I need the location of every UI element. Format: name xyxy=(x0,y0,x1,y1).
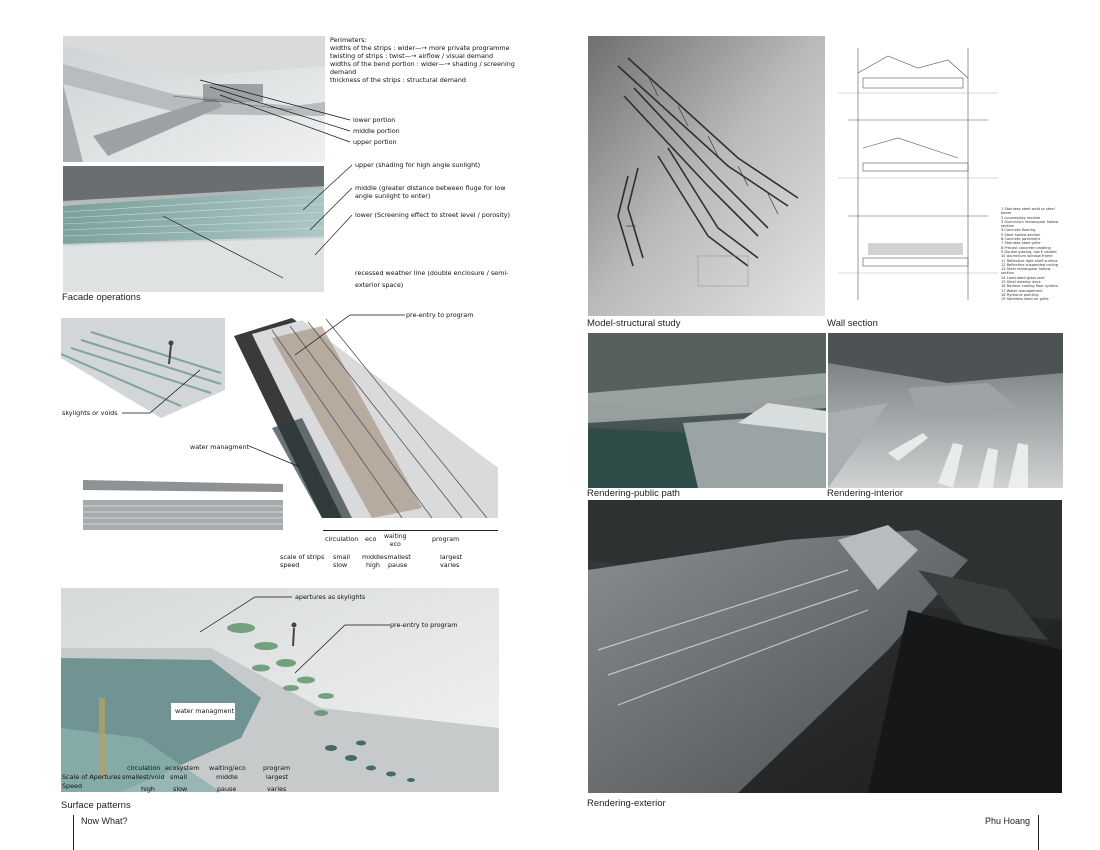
interior-render xyxy=(828,333,1063,488)
strip-fold-photo xyxy=(63,36,325,162)
surface-speed-pause: pause xyxy=(217,785,237,793)
zone-waiting-eco: waiting eco xyxy=(384,533,407,548)
facade-caption: Facade operations xyxy=(62,292,141,303)
model-photo xyxy=(588,36,825,316)
left-footer-rule xyxy=(73,815,74,850)
surface-scale-largest: largest xyxy=(266,773,289,781)
zone-circulation: circulation xyxy=(325,535,359,543)
surface-caption: Surface patterns xyxy=(61,800,131,811)
water-leader xyxy=(248,445,301,468)
strips-speed-varies: varies xyxy=(440,561,460,569)
public-path-render xyxy=(588,333,826,488)
surface-pattern-render xyxy=(61,588,499,792)
middle-portion-label: middle portion xyxy=(353,127,400,135)
surface-pre-entry-label: pre-entry to program xyxy=(390,621,458,629)
facade-recessed-note-2: exterior space) xyxy=(355,281,404,289)
wall-legend-item: 5 Steel hollow section xyxy=(1001,232,1041,237)
facade-middle-note-2: angle sunlight to enter) xyxy=(355,192,431,200)
surface-col-waiting: waiting/eco xyxy=(209,764,246,772)
surface-apertures-label: apertures as skylights xyxy=(295,593,366,601)
skylight-strip-photo xyxy=(61,318,225,418)
strips-speed-head: speed xyxy=(280,561,300,569)
left-footer: Now What? xyxy=(81,816,128,826)
perimeters-line-1: widths of the strips : wider—→ more priv… xyxy=(330,44,510,52)
perimeters-line-4: demand xyxy=(330,68,357,76)
strips-water-label: water managment xyxy=(190,443,250,451)
portion-leader-lines xyxy=(199,79,351,143)
model-caption: Model-structural study xyxy=(587,318,681,329)
wall-legend-item: 10 Aluminium window frame xyxy=(1001,254,1053,259)
wall-legend-item: 15 Steel exterior deck xyxy=(1001,280,1041,285)
strips-pre-entry-label: pre-entry to program xyxy=(406,311,474,319)
wall-section-drawing xyxy=(838,48,998,300)
lower-portion-label: lower portion xyxy=(353,116,396,124)
wall-legend-item: 11 Reflective light shelf surface xyxy=(1001,258,1058,263)
perimeters-line-2: twisting of strips : twist—→ airflow / v… xyxy=(330,52,494,60)
surface-scale-smallest: smallest/void xyxy=(122,773,165,781)
surface-pre-entry-leader xyxy=(294,624,390,674)
apertures-leader xyxy=(199,596,292,633)
perimeters-line-3: widths of the bend portion : wider—→ sha… xyxy=(330,60,515,68)
strips-speed-slow: slow xyxy=(333,561,348,569)
wall-legend-item: 4 Concrete flooring xyxy=(1001,228,1036,233)
surface-scale-small: small xyxy=(170,773,188,781)
surface-speed-high: high xyxy=(141,785,155,793)
facade-upper-note: upper (shading for high angle sunlight) xyxy=(355,161,481,169)
wall-legend-item: 19 Stainless steel air grille xyxy=(1001,297,1049,302)
strips-scale-largest: largest xyxy=(440,553,463,561)
surface-col-program: program xyxy=(263,764,291,772)
surface-col-circulation: circulation xyxy=(127,764,161,772)
wall-legend-item: 3 Aluminium rectangular hollow section xyxy=(1001,219,1059,229)
right-footer-rule xyxy=(1038,815,1039,850)
strips-scale-head: scale of strips xyxy=(280,553,325,561)
pre-entry-leader xyxy=(294,314,405,356)
skylights-label: skylights or voids xyxy=(62,409,118,417)
wall-caption: Wall section xyxy=(827,318,878,329)
surface-scale-head: Scale of Apertures xyxy=(62,773,121,781)
wall-legend-item: 9 Double glazing, low E coated xyxy=(1001,249,1057,254)
right-footer: Phu Hoang xyxy=(985,816,1031,826)
upper-portion-label: upper portion xyxy=(353,138,397,146)
facade-lower-note: lower (Screening effect to street level … xyxy=(355,211,511,219)
surface-col-ecosystem: ecosystem xyxy=(165,764,200,772)
wall-legend-item: 8 Precast concrete cladding xyxy=(1001,245,1051,250)
facade-middle-note-1: middle (greater distance between fluge f… xyxy=(355,184,506,192)
zone-eco: eco xyxy=(365,535,377,543)
skylight-leader xyxy=(122,369,201,414)
wall-legend-item: 1 Stainless steel weld to steel beam xyxy=(1001,207,1055,216)
facade-photo xyxy=(63,166,324,292)
strips-speed-high: high xyxy=(366,561,380,569)
strip-elevation xyxy=(83,478,283,530)
strips-scale-middle: middle xyxy=(362,553,384,561)
wall-legend-item: 6 Concrete pavement xyxy=(1001,237,1040,242)
wall-legend-item: 13 Steel rectangular hollow section xyxy=(1001,267,1051,276)
wall-legend-item: 16 Radiant cooling floor system xyxy=(1001,284,1058,289)
wall-legend-item: 14 Laminated glass wall xyxy=(1001,275,1045,280)
public-path-caption: Rendering-public path xyxy=(587,488,680,499)
surface-speed-slow: slow xyxy=(173,785,188,793)
facade-recessed-note-1: recessed weather line (double enclosure … xyxy=(355,269,509,277)
strips-scale-small: small xyxy=(333,553,351,561)
surface-speed-varies: varies xyxy=(267,785,287,793)
wall-legend-item: 12 Reflective suspended ceiling xyxy=(1001,262,1059,267)
perimeters-line-5: thickness of the strips : structural dem… xyxy=(330,76,466,84)
interior-caption: Rendering-interior xyxy=(827,488,904,499)
strips-speed-pause: pause xyxy=(388,561,408,569)
zone-rule xyxy=(323,530,498,531)
wall-legend: 1 Stainless steel weld to steel beam 2 L… xyxy=(1001,207,1063,302)
wall-legend-item: 17 Water management xyxy=(1001,288,1043,293)
surface-water-label: water managment xyxy=(175,707,235,715)
wall-legend-item: 18 Hydronic planting xyxy=(1001,292,1039,297)
wall-legend-item: 2 Louvres/sky module xyxy=(1001,215,1041,220)
water-label-box xyxy=(171,703,235,720)
surface-scale-middle: middle xyxy=(216,773,238,781)
zone-program: program xyxy=(432,535,460,543)
facade-leader-lines xyxy=(302,164,353,256)
exterior-caption: Rendering-exterior xyxy=(587,798,666,809)
strips-scale-smallest: smallest xyxy=(384,553,411,561)
wall-legend-item: 7 Stainless steel grille xyxy=(1001,241,1041,246)
exterior-render xyxy=(588,500,1062,793)
perimeters-heading: Perimeters: xyxy=(330,36,367,44)
surface-speed-head: Speed xyxy=(62,782,83,790)
